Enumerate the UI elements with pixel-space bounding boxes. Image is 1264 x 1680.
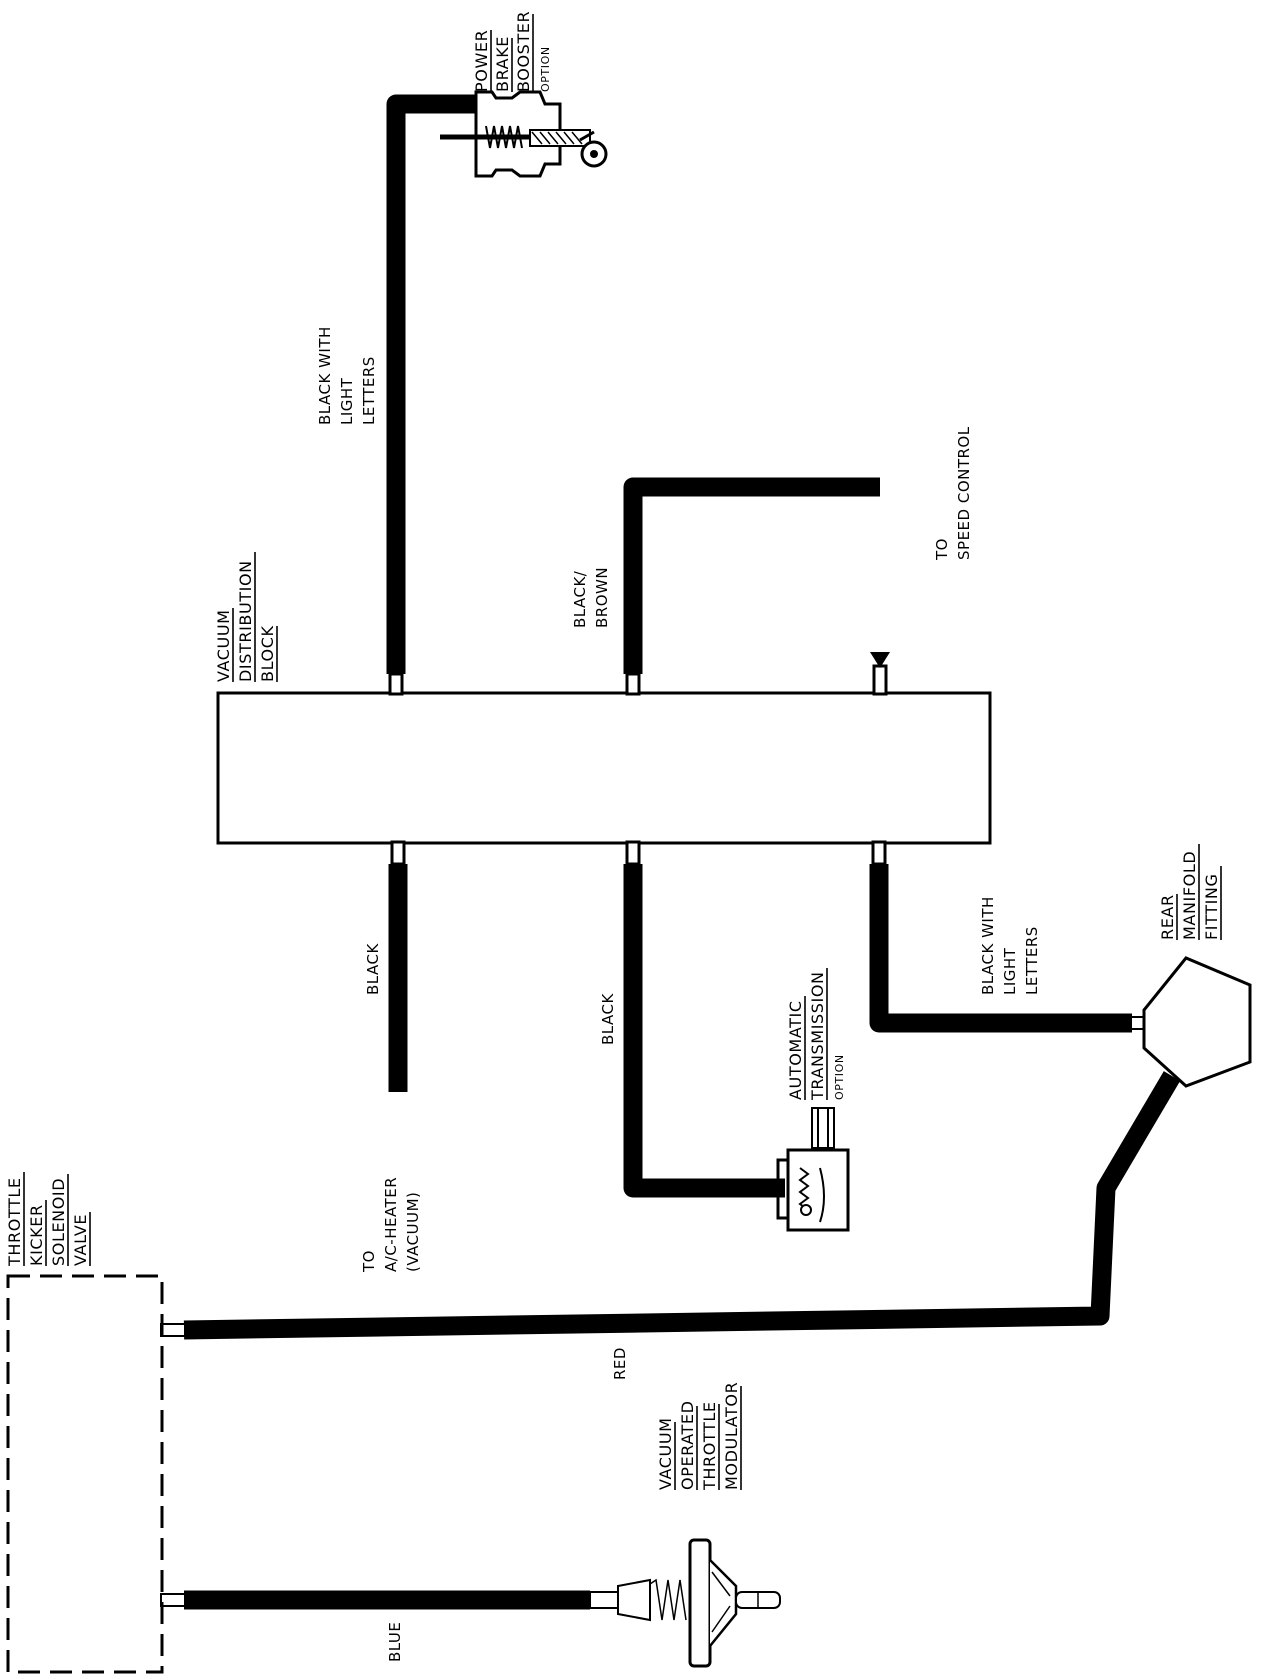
svg-text:OPERATED: OPERATED	[678, 1400, 697, 1490]
svg-text:VALVE: VALVE	[71, 1214, 90, 1266]
power-brake-booster-icon	[440, 90, 608, 178]
hose-rear-manifold	[869, 864, 1132, 1033]
svg-text:SOLENOID: SOLENOID	[49, 1178, 68, 1266]
svg-text:AUTOMATIC: AUTOMATIC	[786, 1000, 805, 1100]
svg-text:POWER: POWER	[472, 30, 491, 92]
svg-text:MANIFOLD: MANIFOLD	[1180, 851, 1199, 940]
svg-text:OPTION: OPTION	[833, 1054, 846, 1100]
svg-text:BRAKE: BRAKE	[493, 36, 512, 92]
label-red: RED	[611, 1347, 629, 1380]
label-automatic-transmission: AUTOMATIC TRANSMISSION OPTION	[786, 968, 846, 1101]
label-throttle-kicker-solenoid-valve: THROTTLE KICKER SOLENOID VALVE	[5, 1172, 91, 1267]
svg-text:SPEED CONTROL: SPEED CONTROL	[955, 426, 973, 560]
label-black-left: BLACK	[364, 943, 382, 995]
svg-text:RED: RED	[611, 1347, 629, 1380]
hose-speed-control	[623, 477, 880, 674]
block-arrow	[870, 652, 890, 668]
svg-text:TO: TO	[360, 1250, 378, 1273]
svg-text:TRANSMISSION: TRANSMISSION	[808, 971, 827, 1101]
svg-text:OPTION: OPTION	[539, 46, 552, 92]
label-to-ac-heater: TO A/C-HEATER (VACUUM)	[360, 1177, 422, 1273]
label-blue: BLUE	[386, 1622, 404, 1662]
svg-text:DISTRIBUTION: DISTRIBUTION	[236, 560, 255, 682]
label-black-center: BLACK	[599, 993, 617, 1045]
svg-text:VACUUM: VACUUM	[656, 1417, 675, 1490]
throttle-kicker-solenoid-valve-box	[6, 1274, 164, 1674]
svg-text:BLACK: BLACK	[599, 993, 617, 1045]
svg-text:BLACK WITH: BLACK WITH	[316, 326, 334, 425]
vacuum-distribution-block	[216, 691, 992, 845]
svg-text:BLACK/: BLACK/	[571, 570, 589, 628]
label-vacuum-operated-throttle-modulator: VACUUM OPERATED THROTTLE MODULATOR	[656, 1382, 742, 1491]
svg-text:THROTTLE: THROTTLE	[700, 1401, 719, 1491]
svg-text:A/C-HEATER: A/C-HEATER	[382, 1177, 400, 1272]
label-vacuum-distribution-block: VACUUM DISTRIBUTION BLOCK	[214, 552, 278, 682]
hose-automatic-transmission	[623, 864, 785, 1198]
svg-text:TO: TO	[933, 538, 951, 561]
block-bottom-stubs	[390, 840, 887, 866]
svg-text:KICKER: KICKER	[27, 1204, 46, 1266]
svg-text:THROTTLE: THROTTLE	[5, 1177, 24, 1267]
svg-text:LETTERS: LETTERS	[360, 356, 378, 425]
rear-manifold-fitting-icon	[1142, 956, 1252, 1088]
svg-text:VACUUM: VACUUM	[214, 609, 233, 682]
label-black-with-light-letters-top: BLACK WITH LIGHT LETTERS	[316, 326, 378, 425]
label-rear-manifold-fitting: REAR MANIFOLD FITTING	[1158, 844, 1222, 940]
label-power-brake-booster: POWER BRAKE BOOSTER OPTION	[472, 11, 552, 92]
svg-text:REAR: REAR	[1158, 894, 1177, 940]
svg-text:(VACUUM): (VACUUM)	[404, 1192, 422, 1272]
hose-red	[183, 1071, 1181, 1340]
svg-text:BLACK WITH: BLACK WITH	[979, 896, 997, 995]
svg-text:BROWN: BROWN	[593, 567, 611, 628]
label-black-with-light-letters-right: BLACK WITH LIGHT LETTERS	[979, 896, 1041, 995]
label-black-brown: BLACK/ BROWN	[571, 567, 611, 628]
throttle-modulator-icon	[589, 1538, 781, 1668]
svg-text:BLOCK: BLOCK	[258, 625, 277, 682]
svg-text:BOOSTER: BOOSTER	[514, 11, 533, 92]
hose-power-brake-booster	[386, 94, 476, 674]
svg-text:LIGHT: LIGHT	[338, 377, 356, 425]
svg-text:LIGHT: LIGHT	[1001, 947, 1019, 995]
svg-text:LETTERS: LETTERS	[1023, 926, 1041, 995]
svg-text:FITTING: FITTING	[1202, 874, 1221, 940]
label-to-speed-control: TO SPEED CONTROL	[933, 426, 973, 561]
svg-text:BLACK: BLACK	[364, 943, 382, 995]
automatic-transmission-icon	[776, 1107, 850, 1232]
svg-text:MODULATOR: MODULATOR	[722, 1382, 741, 1490]
svg-text:BLUE: BLUE	[386, 1622, 404, 1662]
